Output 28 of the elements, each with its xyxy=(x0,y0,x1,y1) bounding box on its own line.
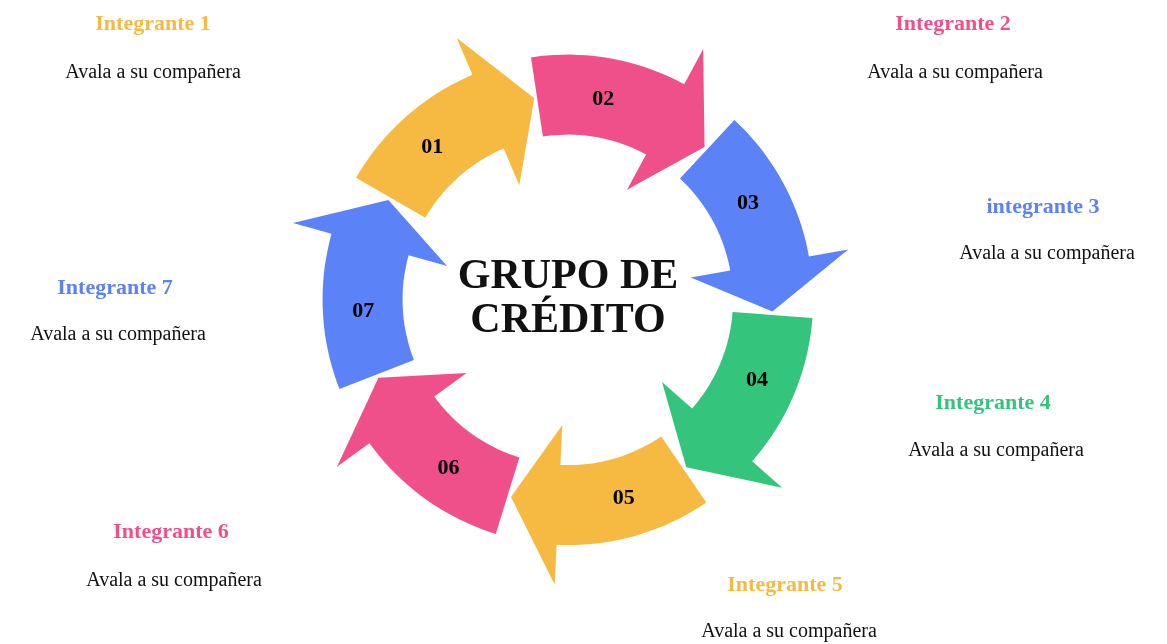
member-heading: Integrante 5 xyxy=(727,571,843,597)
member-description: Avala a su compañera xyxy=(65,60,241,83)
step-number: 03 xyxy=(736,188,759,215)
step-number: 05 xyxy=(612,484,635,511)
step-number: 06 xyxy=(437,453,460,480)
member-description: Avala a su compañera xyxy=(701,619,877,642)
member-heading: Integrante 7 xyxy=(57,274,173,300)
step-number: 07 xyxy=(352,297,375,324)
member-heading: Integrante 2 xyxy=(895,10,1011,36)
member-description: Avala a su compañera xyxy=(908,438,1084,461)
curved-arrow-segment xyxy=(680,120,849,312)
member-heading: Integrante 6 xyxy=(113,518,229,544)
curved-arrow-segment xyxy=(337,373,520,535)
curved-arrow-segment xyxy=(531,49,705,191)
step-number: 01 xyxy=(421,133,444,160)
curved-arrow-segment xyxy=(510,424,706,585)
member-description: Avala a su compañera xyxy=(30,322,206,345)
member-heading: Integrante 1 xyxy=(95,10,211,36)
member-heading: Integrante 4 xyxy=(935,389,1051,415)
member-heading: integrante 3 xyxy=(986,193,1100,219)
center-title: GRUPO DE CRÉDITO xyxy=(438,252,698,341)
step-number: 04 xyxy=(746,366,768,393)
member-description: Avala a su compañera xyxy=(959,241,1135,264)
member-description: Avala a su compañera xyxy=(867,60,1043,83)
member-description: Avala a su compañera xyxy=(86,568,262,591)
step-number: 02 xyxy=(592,85,615,112)
curved-arrow-segment xyxy=(293,200,448,390)
curved-arrow-segment xyxy=(355,37,535,218)
